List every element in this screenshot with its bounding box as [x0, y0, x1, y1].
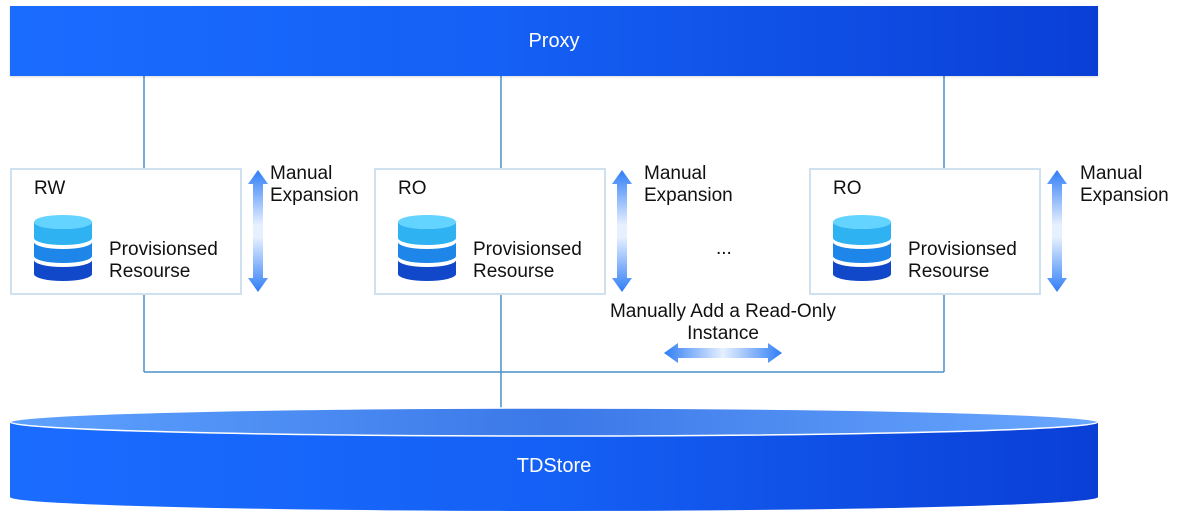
- database-icon: [32, 214, 96, 291]
- storage-connectors: [143, 295, 945, 410]
- node-ro-1: RO Provisionsed Resourse: [374, 168, 606, 295]
- proxy-connectors: [143, 76, 945, 168]
- proxy-label: Proxy: [528, 29, 580, 52]
- add-instance-label: Manually Add a Read-Only Instance: [609, 301, 836, 344]
- resource-label: Provisionsed Resourse: [473, 239, 582, 282]
- database-icon: [396, 214, 460, 291]
- more-instances-ellipsis: ...: [716, 238, 732, 259]
- expansion-label-ro1: Manual Expansion: [644, 163, 733, 206]
- add-instance-arrow: [664, 343, 782, 363]
- database-icon: [831, 214, 895, 291]
- tdstore-label: TDStore: [516, 455, 592, 477]
- tdstore-cylinder: [9, 407, 1099, 511]
- node-ro-2: RO Provisionsed Resourse: [809, 168, 1041, 295]
- node-role-label: RW: [34, 178, 66, 199]
- expansion-label-rw: Manual Expansion: [270, 163, 359, 206]
- resource-label: Provisionsed Resourse: [109, 239, 218, 282]
- expansion-label-ro2: Manual Expansion: [1080, 163, 1169, 206]
- node-role-label: RO: [833, 178, 862, 199]
- proxy-bar: Proxy: [10, 6, 1098, 76]
- expansion-arrow-rw: [248, 170, 268, 292]
- node-role-label: RO: [398, 178, 427, 199]
- expansion-arrow-ro2: [1047, 170, 1067, 292]
- resource-label: Provisionsed Resourse: [908, 239, 1017, 282]
- node-rw: RW Provisionsed Resourse: [10, 168, 242, 295]
- expansion-arrow-ro1: [612, 170, 632, 292]
